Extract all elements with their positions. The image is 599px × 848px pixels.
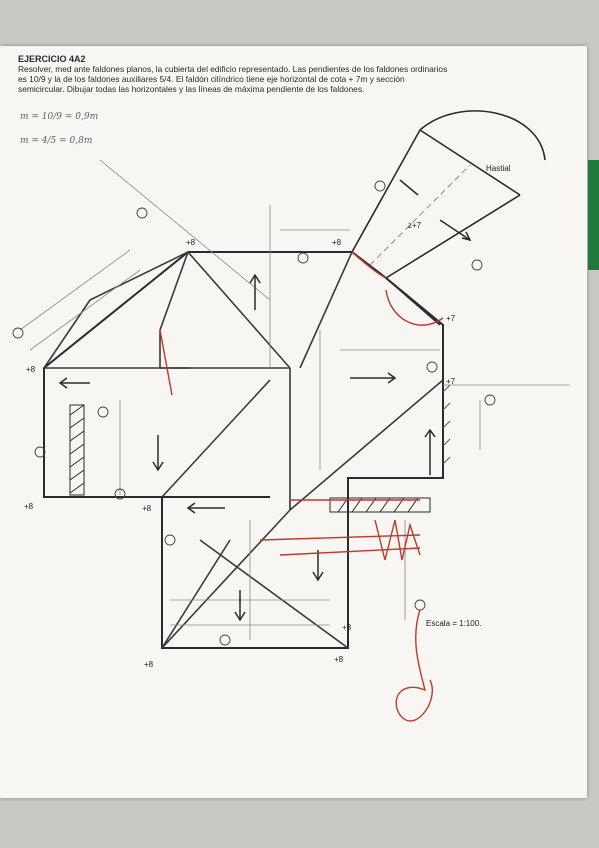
hip-line: [187, 251, 291, 369]
height-label: +8: [332, 238, 342, 247]
slope-note-1: m = 10/9 = 0,9m: [20, 112, 99, 122]
height-label: +8: [186, 238, 196, 247]
hip-line: [43, 299, 91, 369]
hip-line: [199, 539, 349, 649]
construction-line: [29, 269, 141, 351]
hip-line: [159, 251, 189, 331]
scale-label: Escala = 1:100.: [426, 619, 482, 628]
construction-line: [99, 159, 271, 301]
hastial-label: Hastial: [486, 164, 511, 173]
height-label: +8: [334, 655, 344, 664]
red-cylinder-curve: [385, 289, 444, 326]
construction-line: [19, 249, 131, 331]
green-object-edge: [588, 160, 599, 270]
red-cylinder-curve: [351, 251, 387, 279]
cylinder-arc: [419, 110, 546, 161]
height-label: +8: [24, 502, 34, 511]
hip-line: [161, 509, 291, 649]
height-label: +8: [26, 365, 36, 374]
red-scribble: [374, 519, 421, 561]
hip-line: [89, 251, 189, 301]
cylinder-edge: [351, 129, 421, 253]
statement-line: Resolver, med ante faldones planos, la c…: [18, 64, 448, 74]
hip-line: [161, 539, 231, 649]
height-label: +8: [342, 623, 352, 632]
cylinder-edge: [385, 277, 441, 326]
cylinder-edge: [419, 129, 521, 196]
slope-arrow: [439, 219, 471, 241]
cylinder-axis: [369, 164, 471, 266]
red-hip: [159, 329, 173, 396]
statement-line: es 10/9 y la de los faldones auxiliares …: [18, 74, 405, 84]
height-label: +8: [142, 504, 152, 513]
building-outline: [43, 251, 444, 649]
cylinder-edge: [385, 194, 521, 279]
exercise-title: EJERCICIO 4A2: [18, 54, 86, 64]
hatched-wall: [69, 404, 85, 496]
hip-line: [161, 379, 271, 498]
slope-arrow: [399, 179, 419, 196]
red-leader: [395, 609, 433, 722]
exercise-statement: Resolver, med ante faldones planos, la c…: [18, 64, 447, 94]
hip-line: [289, 379, 444, 511]
slope-note-2: m = 4/5 = 0,8m: [20, 136, 93, 146]
statement-line: semicircular. Dibujar todas las horizont…: [18, 84, 365, 94]
ridge-height-label: z+7: [408, 221, 422, 230]
height-label: +7: [446, 314, 456, 323]
hip-line: [299, 251, 353, 369]
height-label: +8: [144, 660, 154, 669]
red-line: [279, 547, 421, 556]
height-label: +7: [446, 377, 456, 386]
paper-sheet: [0, 46, 587, 798]
red-line: [259, 534, 421, 541]
